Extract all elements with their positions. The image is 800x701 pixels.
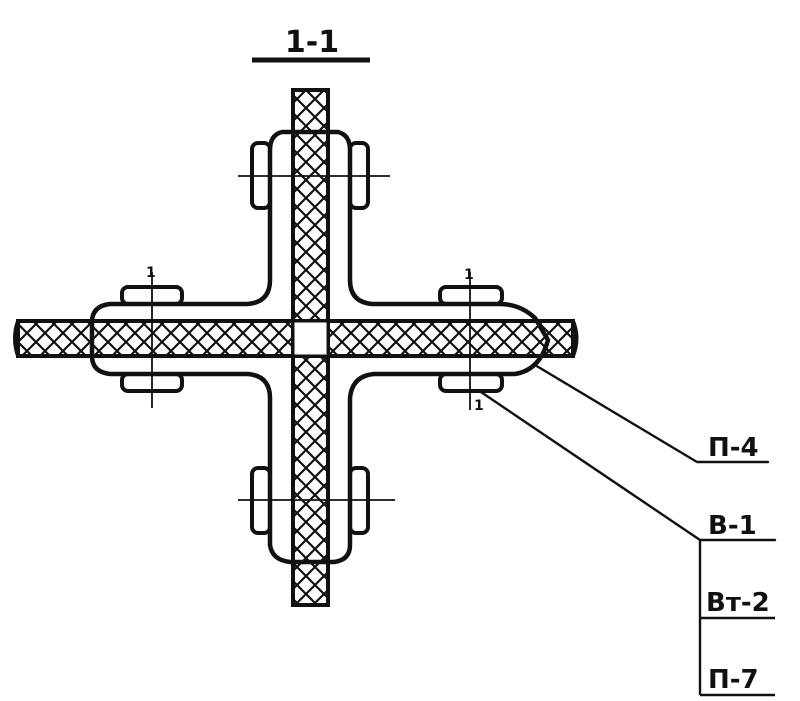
bolt-pair-left — [120, 272, 184, 408]
axis-mark-right-bottom: 1 — [474, 398, 484, 414]
center-node — [291, 319, 330, 358]
gasket-cross-outline — [89, 129, 551, 565]
axis-mark-left-top: 1 — [146, 265, 156, 281]
callout-middle-label: В-1 — [708, 511, 757, 541]
bolt-pair-right — [438, 272, 504, 410]
left-end-cap — [13, 319, 20, 358]
leader-line-top — [533, 363, 770, 464]
bolt-pair-bottom — [238, 466, 395, 535]
callout-lower-label: Вт-2 — [706, 588, 770, 618]
axis-mark-right-top: 1 — [464, 267, 474, 283]
callout-top-label: П-4 — [708, 433, 759, 463]
right-end-cap — [571, 319, 579, 358]
bolt-pair-top — [238, 141, 390, 210]
callout-bottom-label: П-7 — [708, 665, 759, 695]
section-title: 1-1 — [285, 25, 339, 60]
